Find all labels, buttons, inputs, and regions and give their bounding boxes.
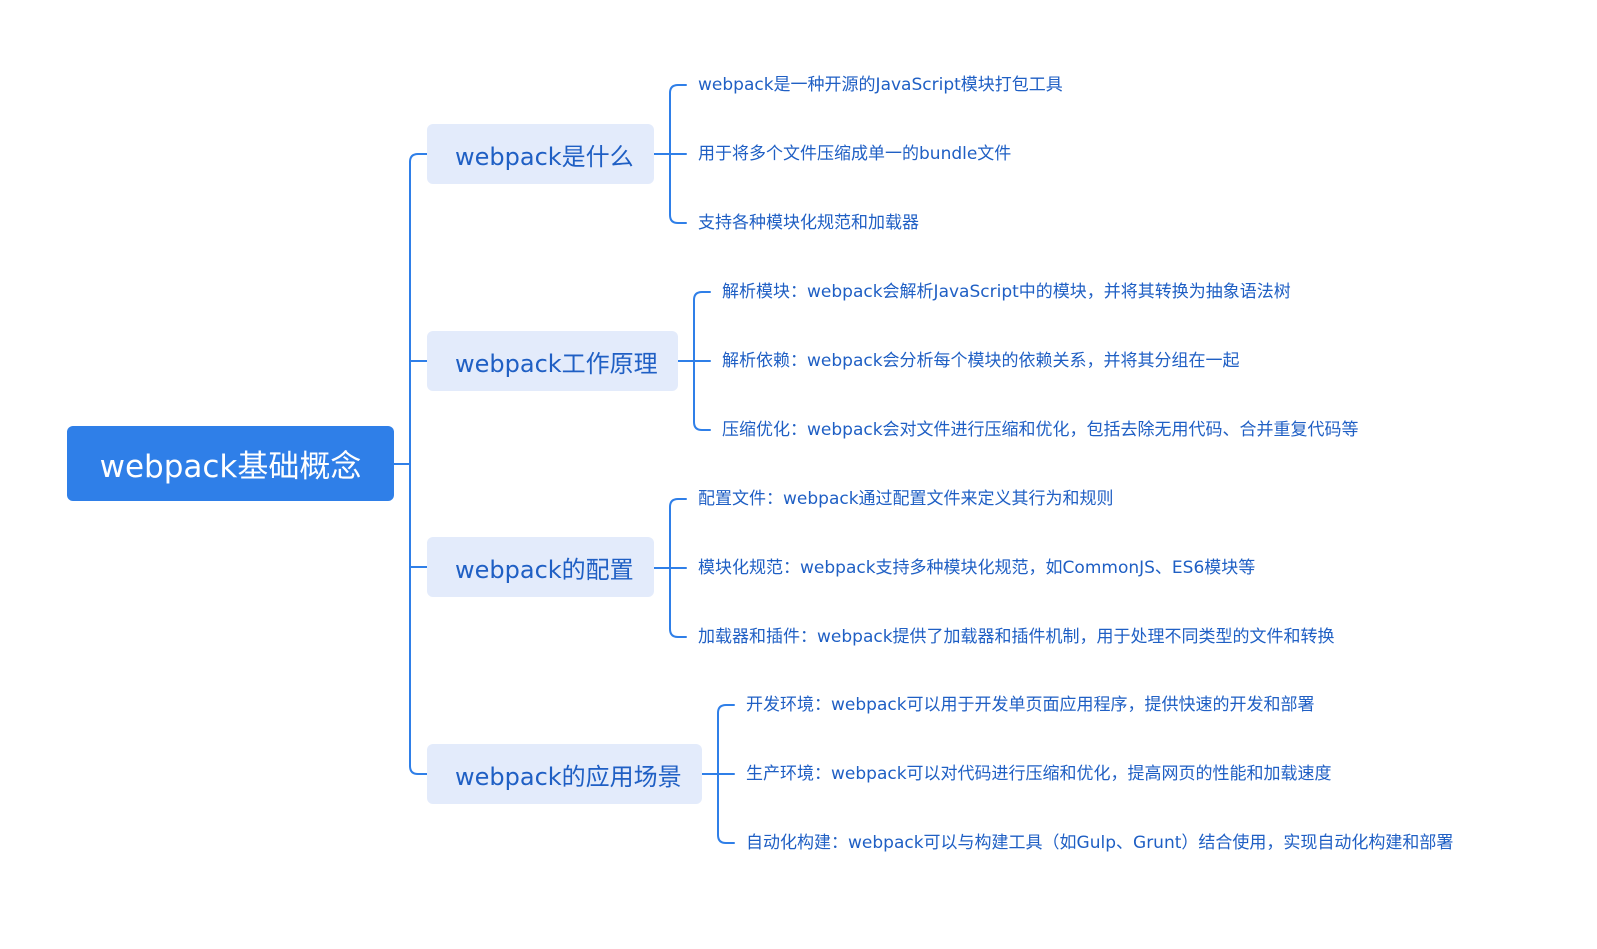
connector-branch <box>409 153 428 163</box>
connector-leaf-bracket <box>669 498 687 638</box>
connector-leaf-bracket <box>693 291 711 431</box>
leaf-node[interactable]: 自动化构建：webpack可以与构建工具（如Gulp、Grunt）结合使用，实现… <box>746 833 1454 853</box>
leaf-node[interactable]: 模块化规范：webpack支持多种模块化规范，如CommonJS、ES6模块等 <box>698 558 1256 578</box>
connector-leaf-bracket <box>717 704 735 844</box>
leaf-node[interactable]: 解析模块：webpack会解析JavaScript中的模块，并将其转换为抽象语法… <box>722 282 1291 302</box>
branch-node-what-is-webpack[interactable]: webpack是什么 <box>427 124 654 184</box>
leaf-node[interactable]: 加载器和插件：webpack提供了加载器和插件机制，用于处理不同类型的文件和转换 <box>698 627 1335 647</box>
leaf-node[interactable]: 用于将多个文件压缩成单一的bundle文件 <box>698 144 1012 164</box>
leaf-node[interactable]: 开发环境：webpack可以用于开发单页面应用程序，提供快速的开发和部署 <box>746 695 1315 715</box>
root-node[interactable]: webpack基础概念 <box>67 426 394 501</box>
leaf-node[interactable]: 压缩优化：webpack会对文件进行压缩和优化，包括去除无用代码、合并重复代码等 <box>722 420 1359 440</box>
connector-leaf-bracket <box>669 84 687 224</box>
leaf-node[interactable]: 解析依赖：webpack会分析每个模块的依赖关系，并将其分组在一起 <box>722 351 1240 371</box>
leaf-node[interactable]: webpack是一种开源的JavaScript模块打包工具 <box>698 75 1063 95</box>
leaf-node[interactable]: 配置文件：webpack通过配置文件来定义其行为和规则 <box>698 489 1114 509</box>
branch-node-configuration[interactable]: webpack的配置 <box>427 537 654 597</box>
branch-node-use-cases[interactable]: webpack的应用场景 <box>427 744 702 804</box>
branch-node-working-principle[interactable]: webpack工作原理 <box>427 331 678 391</box>
leaf-node[interactable]: 生产环境：webpack可以对代码进行压缩和优化，提高网页的性能和加载速度 <box>746 764 1332 784</box>
leaf-node[interactable]: 支持各种模块化规范和加载器 <box>698 213 919 233</box>
connector-branch <box>409 765 428 775</box>
